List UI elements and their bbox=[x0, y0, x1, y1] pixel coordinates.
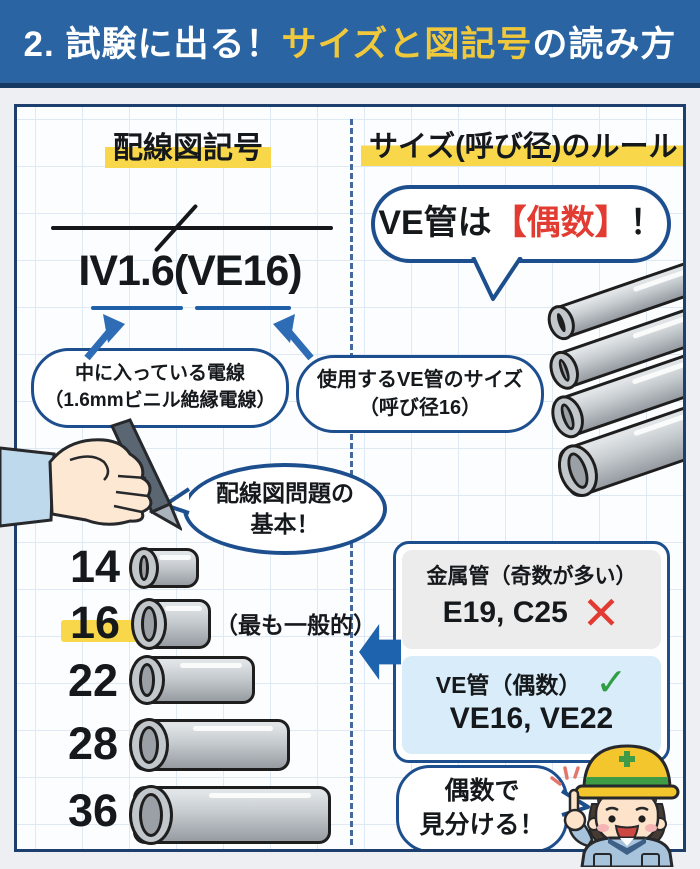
sleeve bbox=[0, 446, 56, 528]
callout-size-line1: 使用するVE管のサイズ bbox=[316, 369, 524, 391]
rule-suffix: ！ bbox=[629, 204, 664, 243]
title-prefix: 2. 試験に出る！ bbox=[23, 25, 282, 64]
eyebrows bbox=[605, 806, 649, 812]
arrow-to-conduit-underline-icon bbox=[273, 314, 314, 361]
rule-bubble-tail bbox=[471, 257, 523, 301]
size-note-16: （最も一般的） bbox=[215, 612, 376, 638]
page-title: 2. 試験に出る！ サイズと図記号 の読み方 bbox=[0, 0, 700, 88]
conduit-code: IV1.6(VE16) bbox=[78, 247, 302, 295]
pocket-left bbox=[593, 853, 612, 867]
pipe-end-cap bbox=[129, 655, 165, 705]
section-title-wiring-symbol-text: 配線図記号 bbox=[105, 132, 271, 168]
pocket-right bbox=[641, 853, 660, 867]
section-title-size-rule: サイズ(呼び径)のルール bbox=[361, 123, 683, 166]
callout-size-line2: （呼び径16） bbox=[358, 397, 482, 419]
size-label-28: 28 bbox=[67, 718, 119, 769]
size-pipe-28 bbox=[129, 718, 290, 772]
basics-line1: 配線図問題の bbox=[216, 479, 354, 506]
tip-bubble: 偶数で 見分ける！ bbox=[396, 765, 568, 849]
metal-examples: E19, C25 bbox=[442, 596, 568, 629]
undershirt bbox=[620, 838, 634, 846]
fist bbox=[563, 808, 587, 832]
wiring-symbol-line bbox=[51, 226, 333, 230]
pipe-end-cap bbox=[129, 547, 159, 589]
cheek-left bbox=[597, 824, 609, 832]
cheek-right bbox=[645, 824, 657, 832]
basics-bubble: 配線図問題の 基本！ bbox=[183, 463, 387, 555]
main-panel: 配線図記号 IV1.6(VE16) 中に入っている電線 （1.6mmビニル絶縁電… bbox=[14, 104, 686, 852]
tip-line1: 偶数で bbox=[444, 777, 520, 806]
pen-tip-icon bbox=[148, 502, 182, 531]
basics-line2: 基本！ bbox=[250, 511, 320, 537]
callout-wire-line2: （1.6mmビニル絶縁電線） bbox=[44, 390, 276, 411]
section-title-size-rule-text: サイズ(呼び径)のルール bbox=[361, 131, 683, 166]
underline-wire-part bbox=[91, 306, 183, 310]
callout-size-bubble: 使用するVE管のサイズ （呼び径16） bbox=[296, 355, 544, 433]
pipe-end-cap bbox=[131, 598, 167, 650]
pipe-end-cap bbox=[543, 301, 580, 344]
callout-wire-line1: 中に入っている電線 bbox=[74, 363, 246, 385]
size-pipe-14 bbox=[129, 547, 199, 589]
ve-title: VE管（偶数） bbox=[435, 672, 582, 698]
worker-illustration bbox=[550, 744, 680, 867]
metal-conduit-section: 金属管（奇数が多い） E19, C25 ✕ bbox=[402, 550, 661, 649]
underline-conduit-part bbox=[195, 306, 291, 310]
ve-examples: VE16, VE22 bbox=[449, 702, 614, 735]
helmet-cross-v bbox=[624, 751, 630, 767]
pipe-end-cap bbox=[129, 785, 173, 845]
arrow-to-wire-underline-icon bbox=[84, 314, 125, 361]
size-label-36: 36 bbox=[67, 785, 119, 836]
helmet-brim bbox=[574, 784, 680, 800]
pipe-end-cap bbox=[545, 390, 590, 443]
size-pipe-36 bbox=[129, 785, 331, 845]
size-label-14: 14 bbox=[69, 541, 121, 592]
rule-bubble: VE管は 【偶数】 ！ bbox=[371, 185, 671, 263]
eye-right bbox=[638, 815, 646, 823]
callout-wire-bubble: 中に入っている電線 （1.6mmビニル絶縁電線） bbox=[31, 348, 289, 428]
size-pipe-22 bbox=[129, 655, 255, 705]
section-title-wiring-symbol: 配線図記号 bbox=[53, 123, 323, 168]
hand-with-pen-illustration bbox=[0, 418, 182, 531]
collar bbox=[608, 838, 646, 855]
metal-title: 金属管（奇数が多い） bbox=[426, 565, 637, 588]
tip-line2: 見分ける！ bbox=[419, 811, 545, 839]
check-icon: ✓ bbox=[595, 662, 628, 704]
pipe-end-cap bbox=[129, 718, 169, 772]
helmet-stripe bbox=[586, 777, 668, 786]
thumb-line bbox=[69, 455, 110, 481]
finger-lines bbox=[113, 474, 149, 514]
eye-left bbox=[608, 815, 616, 823]
title-suffix: の読み方 bbox=[532, 25, 677, 64]
size-pipe-16 bbox=[131, 598, 211, 650]
cross-icon: ✕ bbox=[581, 587, 621, 639]
pipe-end-cap bbox=[551, 438, 605, 503]
rule-prefix: VE管は bbox=[378, 204, 492, 243]
pipe-end-cap bbox=[544, 346, 584, 394]
title-emphasis: サイズと図記号 bbox=[281, 25, 533, 64]
comparison-box: 金属管（奇数が多い） E19, C25 ✕ VE管（偶数） ✓ VE16, VE… bbox=[393, 541, 670, 763]
size-label-22: 22 bbox=[67, 655, 119, 706]
rule-emphasis: 【偶数】 bbox=[492, 204, 629, 243]
size-label-16: 16 bbox=[69, 597, 121, 648]
hand bbox=[48, 438, 153, 526]
emphasis-marks bbox=[550, 766, 580, 786]
ve-conduit-section: VE管（偶数） ✓ VE16, VE22 bbox=[402, 656, 661, 754]
